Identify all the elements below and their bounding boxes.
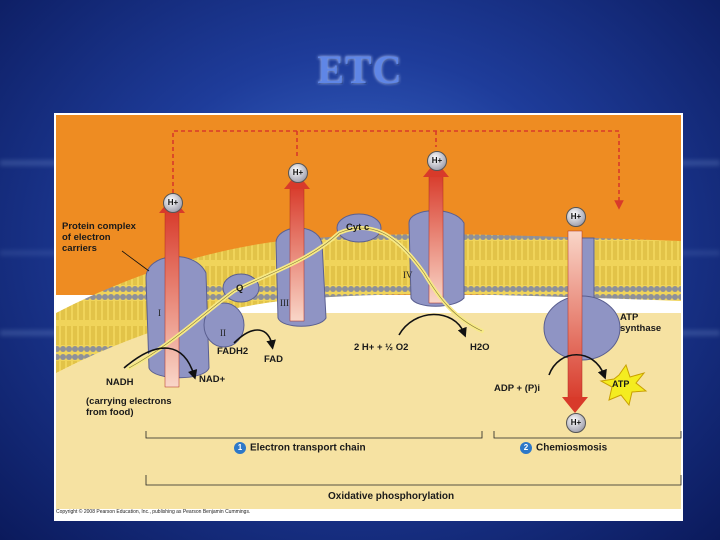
stage1-badge: 1 [234,442,246,454]
stage2-text: Chemiosmosis [536,443,607,454]
etc-figure: H+ H+ H+ H+ H+ Protein complex of electr… [54,113,683,521]
etc-diagram [54,113,683,521]
complex-iv-label: IV [403,270,413,280]
complex-iii-label: III [280,298,289,308]
stage2-label: 2 Chemiosmosis [520,442,607,454]
fad-label: FAD [264,354,283,365]
protein-complex-label-2: of electron [62,232,111,243]
fadh2-label: FADH2 [217,346,248,357]
copyright-notice: Copyright © 2008 Pearson Education, Inc.… [56,509,250,515]
nadh-label: NADH [106,377,133,388]
carrying-electrons-label-2: from food) [86,407,134,418]
atp-label: ATP [612,379,629,390]
protein-complex-label-1: Protein complex [62,221,136,232]
adp-pi-label: ADP + (P)i [494,383,540,394]
hplus-badge-synthase-top: H+ [566,207,586,227]
q-label: Q [236,283,243,294]
hplus-badge-i: H+ [163,193,183,213]
stage2-badge: 2 [520,442,532,454]
hplus-badge-iv: H+ [427,151,447,171]
atp-synthase-label-2: synthase [620,323,661,334]
slide-title: ETC [0,46,720,93]
water-label: H2O [470,342,490,353]
hplus-badge-synthase-bottom: H+ [566,413,586,433]
atp-synthase-label-1: ATP [620,312,638,323]
carrying-electrons-label-1: (carrying electrons [86,396,172,407]
protein-complex-label-3: carriers [62,243,97,254]
complex-i-label: I [158,308,161,318]
nad-plus-label: NAD+ [199,374,225,385]
cyt-c-label: Cyt c [346,222,369,233]
complex-ii-label: II [220,328,226,338]
hplus-badge-iii: H+ [288,163,308,183]
oxphos-label: Oxidative phosphorylation [328,491,454,502]
oxygen-equation-label: 2 H+ + ½ O2 [354,342,408,353]
stage1-text: Electron transport chain [250,443,366,454]
stage1-label: 1 Electron transport chain [234,442,366,454]
